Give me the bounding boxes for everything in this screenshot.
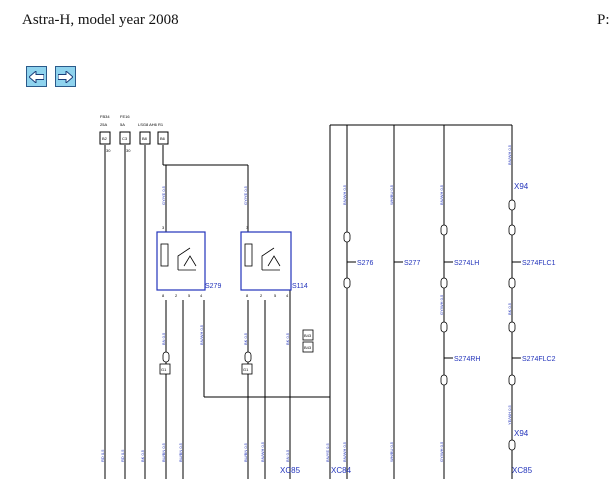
wire-label: BN/WH 0.5: [507, 144, 512, 165]
relay-id: S279: [205, 283, 221, 290]
wire-label: WH/BU 0.5: [389, 184, 394, 205]
wire-label: GY/YE 0.5: [243, 185, 248, 205]
ground-ref: G1: [161, 367, 167, 372]
page-marker: P:: [597, 12, 609, 28]
relay-pin: 4: [286, 293, 289, 298]
relay-pin: 2: [175, 293, 178, 298]
fuse-rating: 5A: [120, 122, 125, 127]
connector-label: X94: [514, 182, 529, 191]
connector-labels: X94 X94 XC85 XC84 XC85: [280, 182, 533, 475]
ground-ref: G1: [243, 367, 249, 372]
relay-pin: 5: [274, 293, 277, 298]
fuse-name: LSG8 AH6: [138, 122, 158, 127]
wire-lines: [104, 124, 521, 479]
relay-pin: 4: [200, 293, 203, 298]
switch-labels: S276 S277 S274LH S274RH S274FLC1 S274FLC…: [357, 260, 556, 363]
wire-label: BU/BN 0.5: [178, 442, 183, 462]
wire-label: BN/YE 0.5: [325, 443, 330, 462]
wire-label: RD 0.5: [120, 449, 125, 462]
relay-pin: 8: [162, 293, 165, 298]
relay-s114: [240, 231, 292, 291]
switch-label: S274FLC1: [522, 260, 556, 267]
fuse-box-id: B2: [102, 136, 108, 141]
fuse-boxes: [99, 131, 169, 145]
fuse-pin: 30: [106, 148, 111, 153]
wire-label: YE/WH 0.5: [507, 404, 512, 425]
wire-label: BN 0.5: [161, 332, 166, 345]
wire-label: BK 0.5: [285, 332, 290, 345]
wire-label: BN/WH 0.5: [199, 324, 204, 345]
relay-pin: 3: [162, 225, 165, 230]
wire-label: GY/WH 0.5: [439, 441, 444, 462]
forward-button[interactable]: [55, 66, 76, 87]
wire-label: GY/YE 0.5: [161, 185, 166, 205]
switch-label: S274RH: [454, 356, 480, 363]
wire-label: BK 0.5: [140, 449, 145, 462]
document-title: Astra-H, model year 2008: [22, 12, 179, 28]
fuse-name: FE16: [120, 114, 130, 119]
fuse-box-id: B8: [142, 136, 148, 141]
switch-label: S274FLC2: [522, 356, 556, 363]
side-tag: B43: [304, 345, 312, 350]
connector-label: XC84: [331, 466, 352, 475]
connector-label: XC85: [280, 466, 301, 475]
relay-id: S114: [292, 283, 308, 290]
fuse-name: R1: [158, 122, 164, 127]
ground-ref-boxes: [159, 329, 314, 375]
wire-color-labels: GY/YE 0.5 GY/YE 0.5 BN/WH 0.5 BN/WH 0.5 …: [100, 144, 512, 462]
relay-pins: 3 8 2 5 4 3 8 2 5 4: [162, 225, 289, 298]
arrow-left-icon: [29, 70, 44, 83]
fuse-labels: FB34 25A B2 30 FE16 5A C3 30 LSG8 AH6 B8…: [100, 114, 166, 153]
switch-label: S274LH: [454, 260, 479, 267]
switch-label: S277: [404, 260, 420, 267]
fuse-rating: 25A: [100, 122, 107, 127]
wire-label: GY/WH 0.5: [439, 294, 444, 315]
connector-label: XC85: [512, 466, 533, 475]
wire-label: BK 0.5: [243, 332, 248, 345]
wire-label: BN 0.5: [285, 449, 290, 462]
fuse-box-id: B6: [160, 136, 166, 141]
connector-label: X94: [514, 429, 529, 438]
wire-label: BN/WH 0.5: [260, 441, 265, 462]
relay-labels: S279 S114: [205, 283, 308, 290]
arrow-right-icon: [58, 70, 73, 83]
relay-pin: 5: [188, 293, 191, 298]
fuse-pin: 30: [126, 148, 131, 153]
wire-label: BK 0.5: [507, 302, 512, 315]
wire-label: WH/BU 0.5: [389, 441, 394, 462]
switch-label: S276: [357, 260, 373, 267]
ground-ref-labels: G1 G1 B43 B43: [161, 333, 312, 372]
relay-pin: 8: [246, 293, 249, 298]
back-button[interactable]: [26, 66, 47, 87]
inline-connectors: [162, 199, 516, 451]
side-tag: B43: [304, 333, 312, 338]
wire-label: BU/BN 0.5: [161, 442, 166, 462]
wire-label: RD 0.5: [100, 449, 105, 462]
fuse-box-id: C3: [122, 136, 128, 141]
wire-label: BU/BN 0.5: [243, 442, 248, 462]
fuse-name: FB34: [100, 114, 110, 119]
relay-s279: [156, 231, 206, 291]
wire-label: BN/WH 0.5: [342, 184, 347, 205]
wire-label: BN/WH 0.5: [439, 184, 444, 205]
wire-label: BN/WH 0.5: [342, 441, 347, 462]
relay-pin: 3: [246, 225, 249, 230]
relay-pin: 2: [260, 293, 263, 298]
